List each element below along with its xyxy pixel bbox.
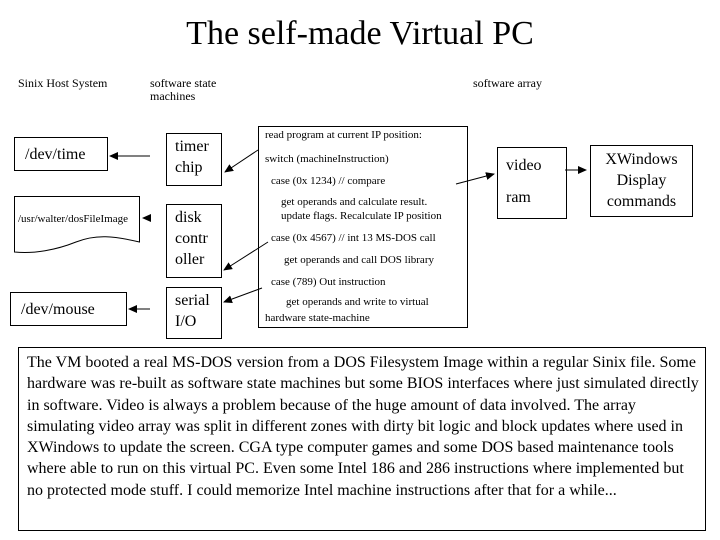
serial-io-line2: I/O bbox=[175, 313, 197, 330]
header-state-machines-line2: machines bbox=[150, 89, 196, 103]
description-box: The VM booted a real MS-DOS version from… bbox=[18, 347, 706, 531]
code-line-4: get operands and calculate result. bbox=[281, 196, 428, 208]
code-line-6: case (0x 4567) // int 13 MS-DOS call bbox=[271, 232, 436, 244]
code-line-10: hardware state-machine bbox=[265, 312, 370, 324]
xwindows-line3: commands bbox=[606, 193, 677, 210]
header-host-system: Sinix Host System bbox=[18, 76, 108, 90]
arrow-loop-to-video bbox=[455, 172, 495, 185]
code-line-2: switch (machineInstruction) bbox=[265, 153, 389, 165]
dev-mouse-label: /dev/mouse bbox=[21, 301, 95, 318]
header-state-machines: software state machines bbox=[150, 77, 216, 103]
page-title: The self-made Virtual PC bbox=[186, 15, 534, 52]
dos-image-document-shape bbox=[14, 196, 140, 253]
serial-io-box: serial I/O bbox=[166, 287, 222, 339]
disk-controller-line3: oller bbox=[175, 251, 205, 268]
xwindows-line1: XWindows bbox=[605, 151, 678, 168]
dev-mouse-box: /dev/mouse bbox=[10, 292, 127, 326]
code-line-1: read program at current IP position: bbox=[265, 129, 422, 141]
timer-chip-box: timer chip bbox=[166, 133, 222, 186]
header-state-machines-line1: software state bbox=[150, 76, 217, 90]
video-array-label: video bbox=[506, 157, 542, 174]
xwindows-line2: Display bbox=[616, 172, 667, 189]
code-line-8: case (789) Out instruction bbox=[271, 276, 386, 288]
code-line-7: get operands and call DOS library bbox=[284, 254, 434, 266]
code-line-5: update flags. Recalculate IP position bbox=[281, 210, 442, 222]
code-line-3: case (0x 1234) // compare bbox=[271, 175, 386, 187]
code-line-9: get operands and write to virtual bbox=[286, 296, 429, 308]
disk-controller-line1: disk bbox=[175, 209, 202, 226]
timer-chip-line2: chip bbox=[175, 159, 203, 176]
arrow-loop-to-serial bbox=[223, 287, 263, 303]
header-software-array: software array bbox=[473, 76, 542, 90]
serial-io-line1: serial bbox=[175, 292, 210, 309]
disk-controller-line2: contr bbox=[175, 230, 208, 247]
ram-array-label: ram bbox=[506, 189, 531, 206]
xwindows-display-box: XWindows Display commands bbox=[590, 145, 693, 217]
disk-controller-box: disk contr oller bbox=[166, 204, 222, 278]
description-text: The VM booted a real MS-DOS version from… bbox=[27, 354, 699, 499]
software-array-box: video ram bbox=[497, 147, 567, 219]
dev-time-label: /dev/time bbox=[25, 146, 86, 163]
arrow-loop-to-timer bbox=[224, 149, 259, 173]
dos-image-label: /usr/walter/dosFileImage bbox=[18, 213, 128, 225]
dev-time-box: /dev/time bbox=[14, 137, 108, 171]
timer-chip-line1: timer bbox=[175, 138, 209, 155]
program-loop-box bbox=[258, 126, 468, 328]
arrow-loop-to-disk bbox=[223, 241, 269, 271]
